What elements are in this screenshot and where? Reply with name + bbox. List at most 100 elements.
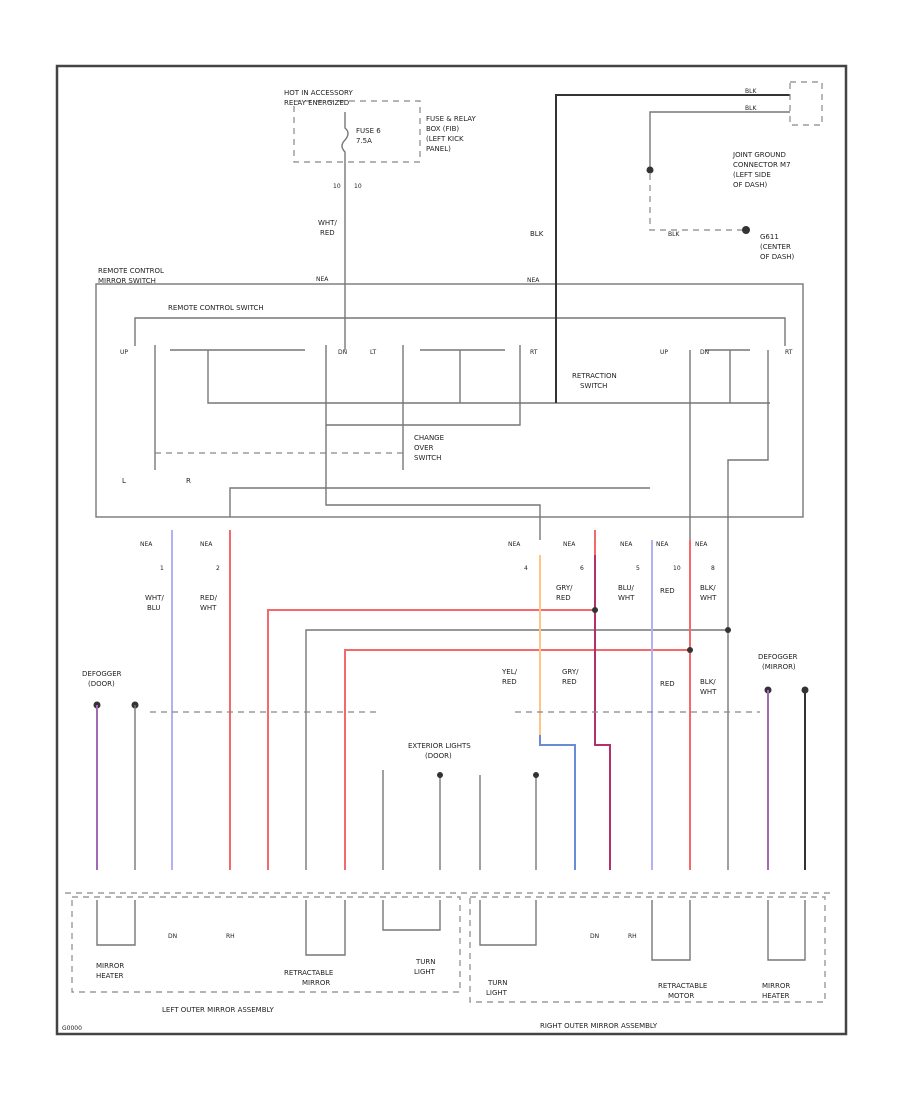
changeover-label-2: OVER — [414, 444, 434, 452]
pin-7: 8 — [711, 565, 715, 572]
left-dn-label: DN — [168, 933, 177, 940]
conn-nea-3: NEA — [508, 541, 521, 548]
left-rh-label: RH — [226, 933, 235, 940]
wire-label-wht-blu-2: BLU — [147, 604, 160, 612]
power-wire-color-2: RED — [320, 229, 335, 237]
conn-nea-2: NEA — [200, 541, 213, 548]
wire-red-cross-2 — [344, 649, 690, 870]
left-turn-label-2: LIGHT — [414, 968, 436, 976]
right-retractable-loop — [651, 900, 691, 961]
ground-connector-outline — [789, 81, 823, 126]
wire-label-red-top: RED — [660, 587, 675, 595]
wire-label-blu-wht-1: BLU/ — [618, 584, 634, 592]
wire-label-red-wht-2: WHT — [200, 604, 217, 612]
pin-1: 1 — [160, 565, 164, 572]
pin-2: 2 — [216, 565, 220, 572]
wire-label-mid-blk-wht-2: WHT — [700, 688, 717, 696]
right-assembly-outline — [469, 896, 826, 1003]
wire-label-blk-wht-2: WHT — [700, 594, 717, 602]
retraction-outputs — [689, 350, 769, 540]
side-r-label: R — [186, 477, 191, 485]
left-retractable-label-1: RETRACTABLE — [284, 969, 333, 977]
wire-label-mid-blk-wht-1: BLK/ — [700, 678, 716, 686]
wire-label-blu-wht-2: WHT — [618, 594, 635, 602]
conn-nea-6: NEA — [656, 541, 669, 548]
conn-nea-5: NEA — [620, 541, 633, 548]
joint-connector-label-4: OF DASH) — [733, 181, 768, 189]
wire-label-red-wht-1: RED/ — [200, 594, 218, 602]
switch-title-1: REMOTE CONTROL — [98, 267, 164, 275]
splice-1 — [592, 607, 598, 613]
g611-label-1: G611 — [760, 233, 779, 241]
fuse-name: FUSE 6 — [356, 127, 381, 135]
left-assembly-label: LEFT OUTER MIRROR ASSEMBLY — [162, 1006, 274, 1014]
terminal-lt: LT — [370, 349, 377, 356]
left-heater-loop — [96, 900, 136, 946]
fuse-pin-b: 10 — [354, 183, 362, 190]
ground-wire-label-3: BLK — [668, 231, 680, 238]
g611-label-2: (CENTER — [760, 243, 791, 251]
right-turn-label-1: TURN — [487, 979, 508, 987]
ext-node-1 — [437, 772, 443, 778]
hot-label: HOT IN ACCESSORY — [284, 89, 353, 97]
connector-nea-power: NEA — [316, 276, 329, 283]
wire-label-gry-red-2: RED — [556, 594, 571, 602]
right-retractable-label-1: RETRACTABLE — [658, 982, 707, 990]
pin-4: 6 — [580, 565, 584, 572]
fuse-box-label-2: BOX (FIB) — [426, 125, 459, 133]
outer-border — [55, 64, 848, 1036]
blk-wire-label: BLK — [530, 230, 544, 238]
terminal-dn-2: DN — [700, 349, 709, 356]
switch-title-2: MIRROR SWITCH — [98, 277, 156, 285]
retraction-bus — [207, 350, 770, 404]
fuse-rating: 7.5A — [356, 137, 372, 145]
g611-label-3: OF DASH) — [760, 253, 795, 261]
changeover-out-1 — [229, 487, 650, 517]
switch-box — [95, 283, 804, 518]
pin-6: 10 — [673, 565, 681, 572]
fuse-box-label-3: (LEFT KICK — [426, 135, 464, 143]
fuse-box-outline — [293, 100, 421, 163]
right-turn-label-2: LIGHT — [486, 989, 508, 997]
splice-2 — [725, 627, 731, 633]
terminal-rt-1: RT — [530, 349, 538, 356]
wire-label-gry-red-1: GRY/ — [556, 584, 573, 592]
left-mirror-heater-label-2: HEATER — [96, 972, 124, 980]
wire-label-blk-wht-1: BLK/ — [700, 584, 716, 592]
fuse-symbol — [341, 112, 349, 174]
conn-nea-4: NEA — [563, 541, 576, 548]
right-dn-label: DN — [590, 933, 599, 940]
fuse-box-label-4: PANEL) — [426, 145, 451, 153]
exterior-lights-label-2: (DOOR) — [425, 752, 452, 760]
ext-node-2 — [533, 772, 539, 778]
side-l-label: L — [122, 477, 126, 485]
retraction-label-2: SWITCH — [580, 382, 607, 390]
left-assembly-outline — [71, 896, 461, 993]
relay-label: RELAY ENERGIZED — [284, 99, 349, 107]
right-mirror-heater-label-1: MIRROR — [762, 982, 790, 990]
wire-label-yel-red-1: YEL/ — [501, 668, 518, 676]
fuse-box-label-1: FUSE & RELAY — [426, 115, 477, 123]
defogger-left-label-2: (DOOR) — [88, 680, 115, 688]
right-retractable-label-2: MOTOR — [668, 992, 694, 1000]
ground-node — [646, 166, 654, 174]
terminal-dn-1: DN — [338, 349, 347, 356]
ground-wire-blk-main — [555, 94, 790, 262]
defogger-right-label-2: (MIRROR) — [762, 663, 796, 671]
wire-label-mid-red: RED — [660, 680, 675, 688]
defogger-left-label-1: DEFOGGER — [82, 670, 122, 678]
conn-nea-7: NEA — [695, 541, 708, 548]
right-turn-loop — [479, 900, 537, 946]
right-assembly-label: RIGHT OUTER MIRROR ASSEMBLY — [540, 1022, 658, 1030]
defogger-right-label-1: DEFOGGER — [758, 653, 798, 661]
wire-gry-red — [594, 555, 611, 870]
wire-label-mid-gry-red-1: GRY/ — [562, 668, 579, 676]
changeover-label-1: CHANGE — [414, 434, 444, 442]
left-turn-label-1: TURN — [415, 958, 436, 966]
left-retractable-label-2: MIRROR — [302, 979, 330, 987]
wire-yel-red-upper — [539, 555, 576, 870]
wire-label-mid-gry-red-2: RED — [562, 678, 577, 686]
wire-blk-cross — [305, 629, 728, 870]
